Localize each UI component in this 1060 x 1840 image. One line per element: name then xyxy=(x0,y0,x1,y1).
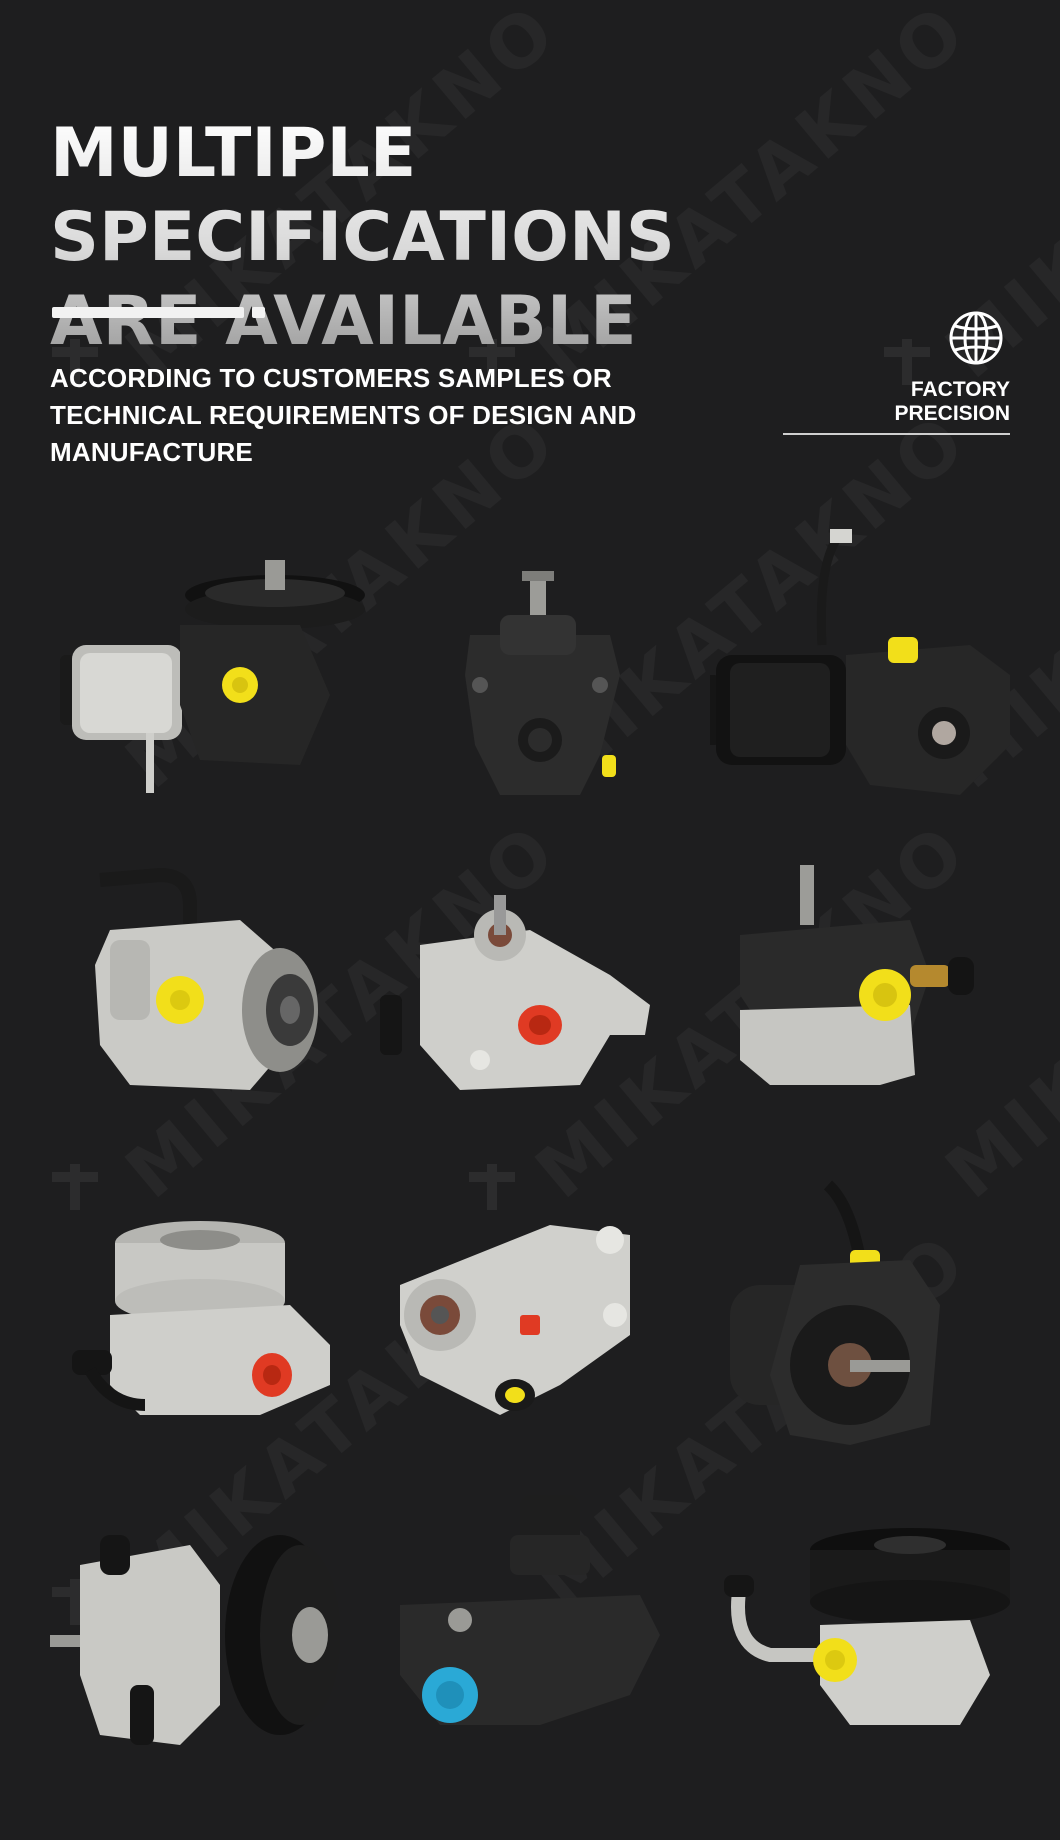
product-image xyxy=(710,505,1030,835)
product-image xyxy=(710,1165,1030,1495)
product-image xyxy=(50,1165,370,1495)
watermark-logo-icon xyxy=(884,339,930,385)
watermark-logo-icon xyxy=(52,1164,98,1210)
pump-8-image xyxy=(400,1225,630,1415)
watermark-logo-icon xyxy=(52,339,98,385)
description-line-3: MANUFACTURE xyxy=(50,437,253,467)
badge-text: FACTORY PRECISION xyxy=(894,378,1010,426)
product-image xyxy=(50,1495,370,1825)
product-image xyxy=(50,505,370,835)
title-line-2: ARE AVAILABLE xyxy=(50,282,637,361)
product-image xyxy=(380,1495,700,1825)
title-underline xyxy=(52,307,244,318)
product-image xyxy=(380,505,700,835)
title-underline-dot xyxy=(252,307,265,318)
badge-line-2: PRECISION xyxy=(894,402,1010,425)
pump-10-image xyxy=(50,1535,340,1745)
pump-5-image xyxy=(380,895,650,1090)
pump-3-image xyxy=(710,529,1010,795)
product-image xyxy=(380,835,700,1165)
pump-9-image xyxy=(730,1180,940,1445)
watermark-logo-icon xyxy=(469,339,515,385)
product-image xyxy=(710,835,1030,1165)
pump-12-image xyxy=(724,1528,1010,1725)
globe-icon xyxy=(949,311,1003,365)
badge-line-1: FACTORY xyxy=(910,378,1010,401)
description: ACCORDING TO CUSTOMERS SAMPLES OR TECHNI… xyxy=(50,360,730,471)
description-line-1: ACCORDING TO CUSTOMERS SAMPLES OR xyxy=(50,363,612,393)
pump-2-image xyxy=(465,571,620,795)
description-line-2: TECHNICAL REQUIREMENTS OF DESIGN AND xyxy=(50,400,637,430)
badge-rule xyxy=(783,433,1010,435)
title-line-1: MULTIPLE SPECIFICATIONS xyxy=(50,114,675,277)
pump-7-image xyxy=(72,1221,330,1415)
watermark-logo-icon xyxy=(469,1164,515,1210)
product-image xyxy=(50,835,370,1165)
product-image xyxy=(710,1495,1030,1825)
pump-11-image xyxy=(400,1495,660,1725)
pump-4-image xyxy=(95,867,318,1090)
pump-1-image xyxy=(60,560,365,793)
pump-6-image xyxy=(740,865,974,1085)
product-image xyxy=(380,1165,700,1495)
factory-precision-badge: FACTORY PRECISION xyxy=(780,310,1010,440)
